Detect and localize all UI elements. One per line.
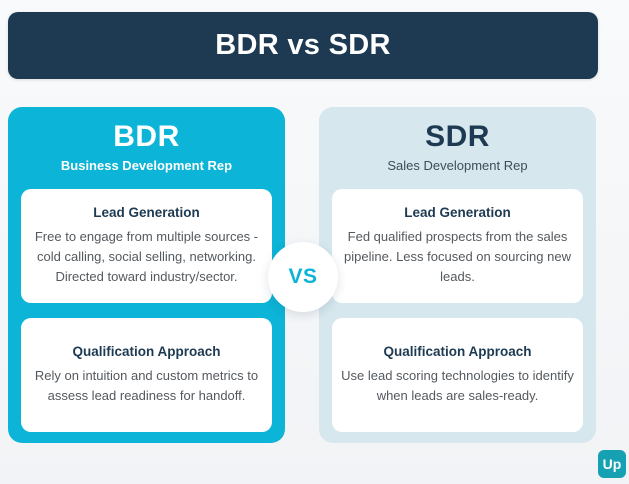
sdr-qualification-body: Use lead scoring technologies to identif…	[341, 367, 574, 403]
sdr-column-card: SDR Sales Development Rep Lead Generatio…	[319, 107, 596, 443]
page-title: BDR vs SDR	[215, 29, 391, 61]
bdr-subtitle: Business Development Rep	[60, 158, 233, 173]
vs-badge: VS	[268, 242, 338, 312]
sdr-title: SDR	[425, 120, 490, 153]
sdr-subtitle: Sales Development Rep	[387, 158, 528, 173]
bdr-column-card: BDR Business Development Rep Lead Genera…	[8, 107, 285, 443]
bdr-qualification-body: Rely on intuition and custom metrics to …	[34, 367, 259, 403]
bdr-title: BDR	[113, 120, 180, 153]
up-logo: Up	[598, 450, 626, 478]
header-banner: BDR vs SDR	[8, 12, 598, 79]
up-logo-label: Up	[602, 456, 622, 472]
bdr-lead-generation-heading: Lead Generation	[93, 204, 200, 220]
sdr-qualification-heading: Qualification Approach	[383, 343, 532, 359]
bdr-lead-generation-box: Lead Generation Free to engage from mult…	[21, 189, 272, 303]
sdr-lead-generation-body: Fed qualified prospects from the sales p…	[344, 228, 571, 285]
bdr-lead-generation-body: Free to engage from multiple sources - c…	[34, 228, 259, 285]
sdr-qualification-box: Qualification Approach Use lead scoring …	[332, 318, 583, 432]
sdr-lead-generation-box: Lead Generation Fed qualified prospects …	[332, 189, 583, 303]
sdr-lead-generation-heading: Lead Generation	[404, 204, 511, 220]
vs-badge-label: VS	[288, 265, 318, 288]
bdr-qualification-box: Qualification Approach Rely on intuition…	[21, 318, 272, 432]
bdr-qualification-heading: Qualification Approach	[72, 343, 221, 359]
